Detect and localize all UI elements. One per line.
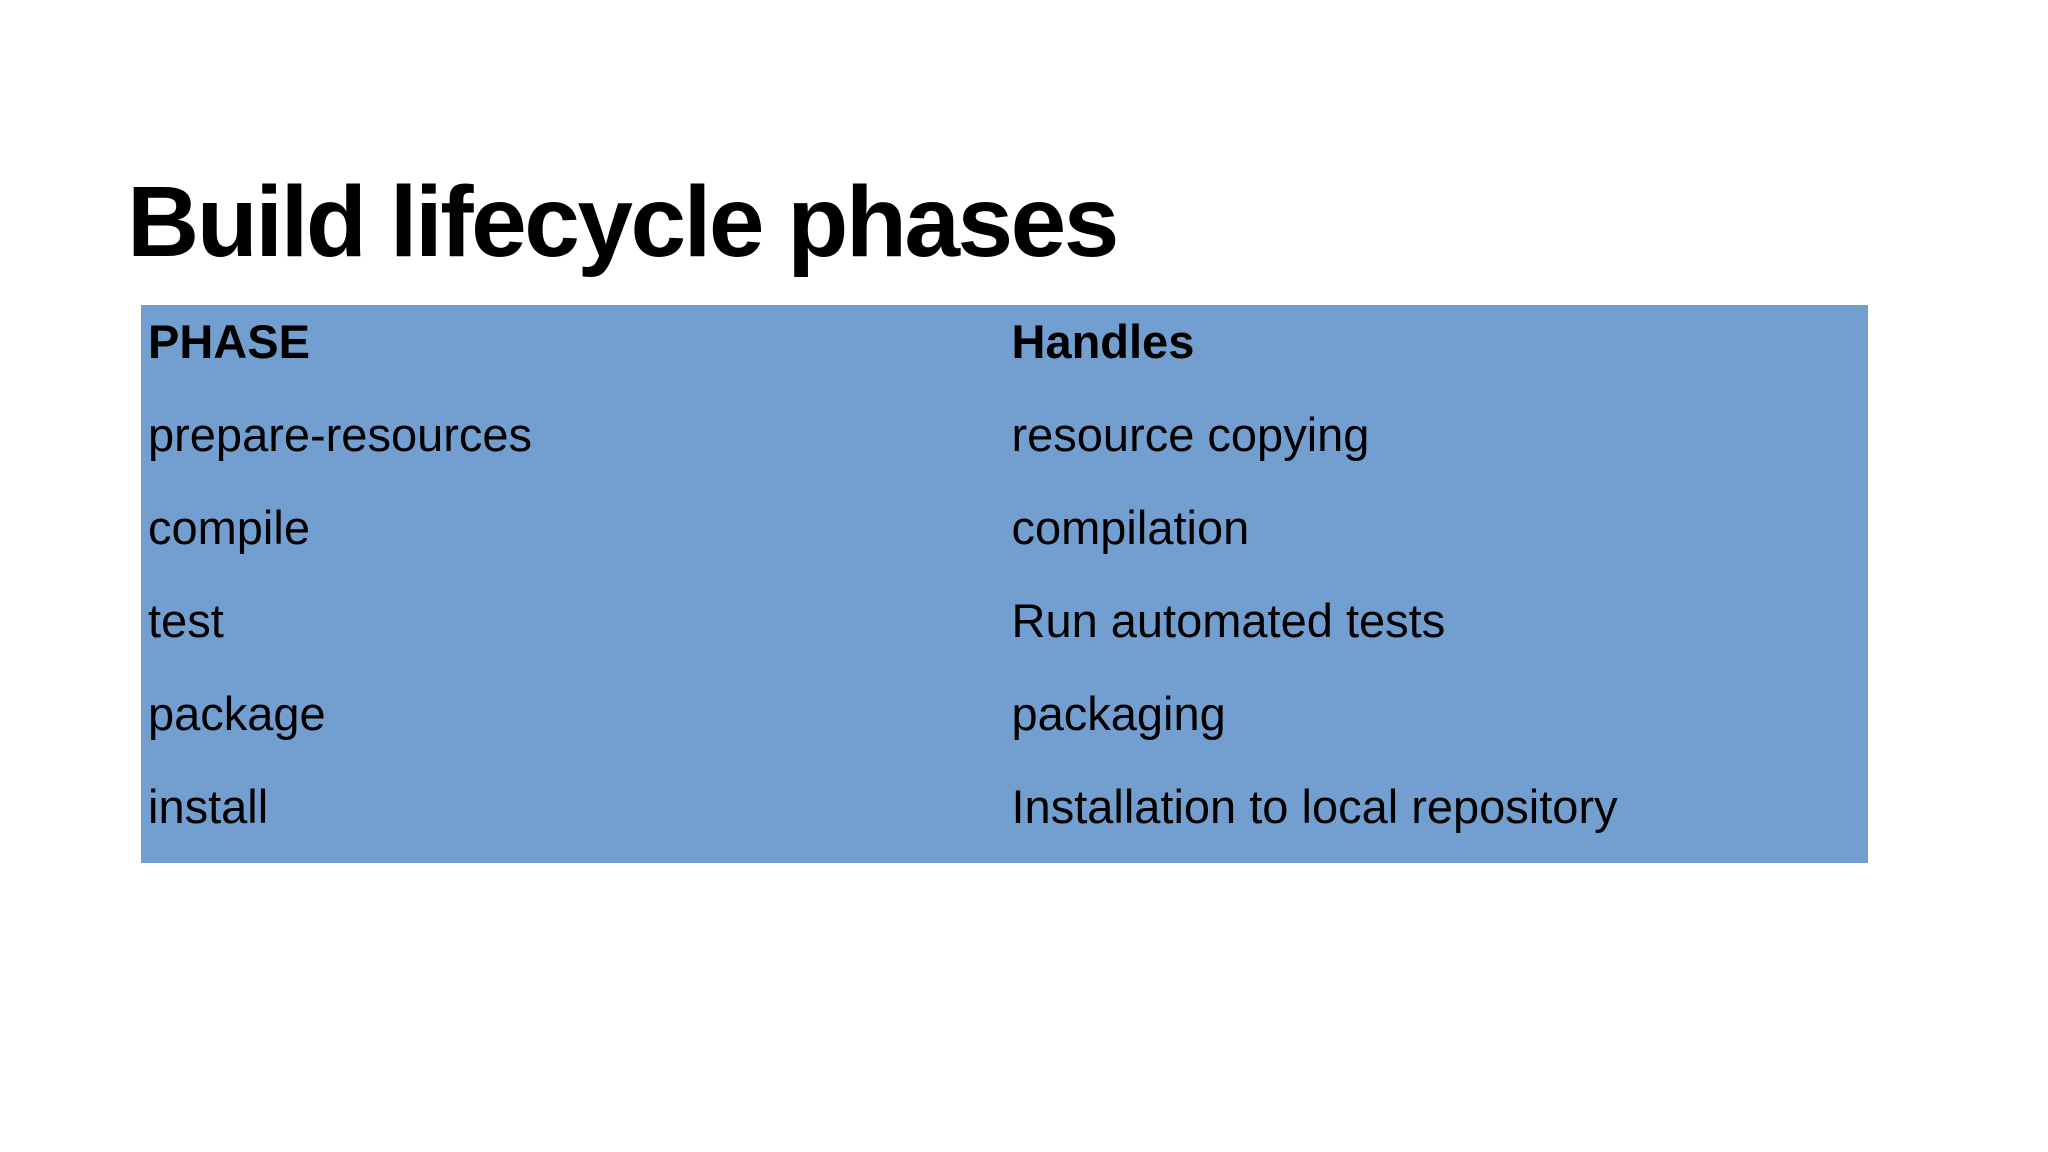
table-row: install Installation to local repository xyxy=(141,770,1868,863)
table-cell-handles: packaging xyxy=(1011,687,1226,740)
phase-table: PHASE Handles prepare-resources resource… xyxy=(141,305,1868,863)
column-header-handles: Handles xyxy=(1011,315,1195,368)
table-header-row: PHASE Handles xyxy=(141,305,1868,398)
table-row: compile compilation xyxy=(141,491,1868,584)
table-cell-phase: package xyxy=(148,687,326,740)
table-cell-phase: test xyxy=(148,594,224,647)
table-cell-handles: Run automated tests xyxy=(1011,594,1446,647)
table-cell-phase: install xyxy=(148,780,269,833)
table-cell-handles: resource copying xyxy=(1011,408,1370,461)
table-row: test Run automated tests xyxy=(141,584,1868,677)
table-row: prepare-resources resource copying xyxy=(141,398,1868,491)
column-header-phase: PHASE xyxy=(148,315,310,368)
table-cell-phase: compile xyxy=(148,501,310,554)
table-row: package packaging xyxy=(141,677,1868,770)
table-cell-handles: compilation xyxy=(1011,501,1250,554)
table-cell-phase: prepare-resources xyxy=(148,408,533,461)
page-title: Build lifecycle phases xyxy=(127,166,1119,278)
table-cell-handles: Installation to local repository xyxy=(1011,780,1618,833)
